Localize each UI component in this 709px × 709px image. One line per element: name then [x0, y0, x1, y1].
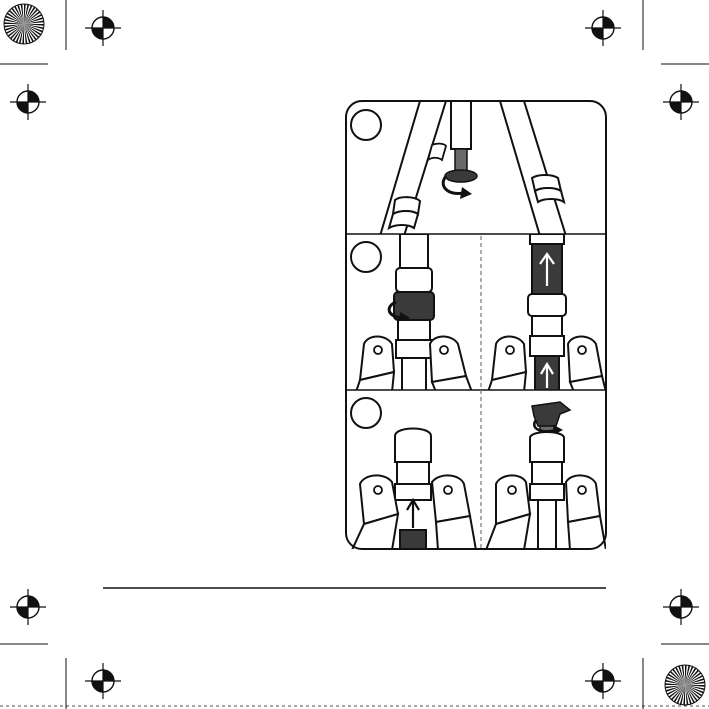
panel-step-2-raise: [488, 234, 606, 392]
color-bar-target-icon: [4, 4, 44, 44]
step-2-badge: [351, 242, 381, 272]
panel-step-3-insert: [352, 429, 476, 553]
registration-mark-icon: [663, 84, 699, 120]
step-3-badge: [351, 398, 381, 428]
instruction-figure: [346, 101, 606, 552]
registration-mark-icon: [10, 84, 46, 120]
registration-mark-icon: [585, 10, 621, 46]
panel-step-1: [380, 101, 566, 236]
panel-step-3-mount: [486, 402, 606, 552]
registration-mark-icon: [85, 10, 121, 46]
registration-mark-icon: [85, 663, 121, 699]
registration-mark-icon: [663, 589, 699, 625]
registration-mark-icon: [585, 663, 621, 699]
up-arrow-icon: [407, 500, 419, 528]
registration-mark-icon: [10, 589, 46, 625]
step-1-badge: [351, 110, 381, 140]
color-bar-target-icon: [665, 665, 705, 705]
